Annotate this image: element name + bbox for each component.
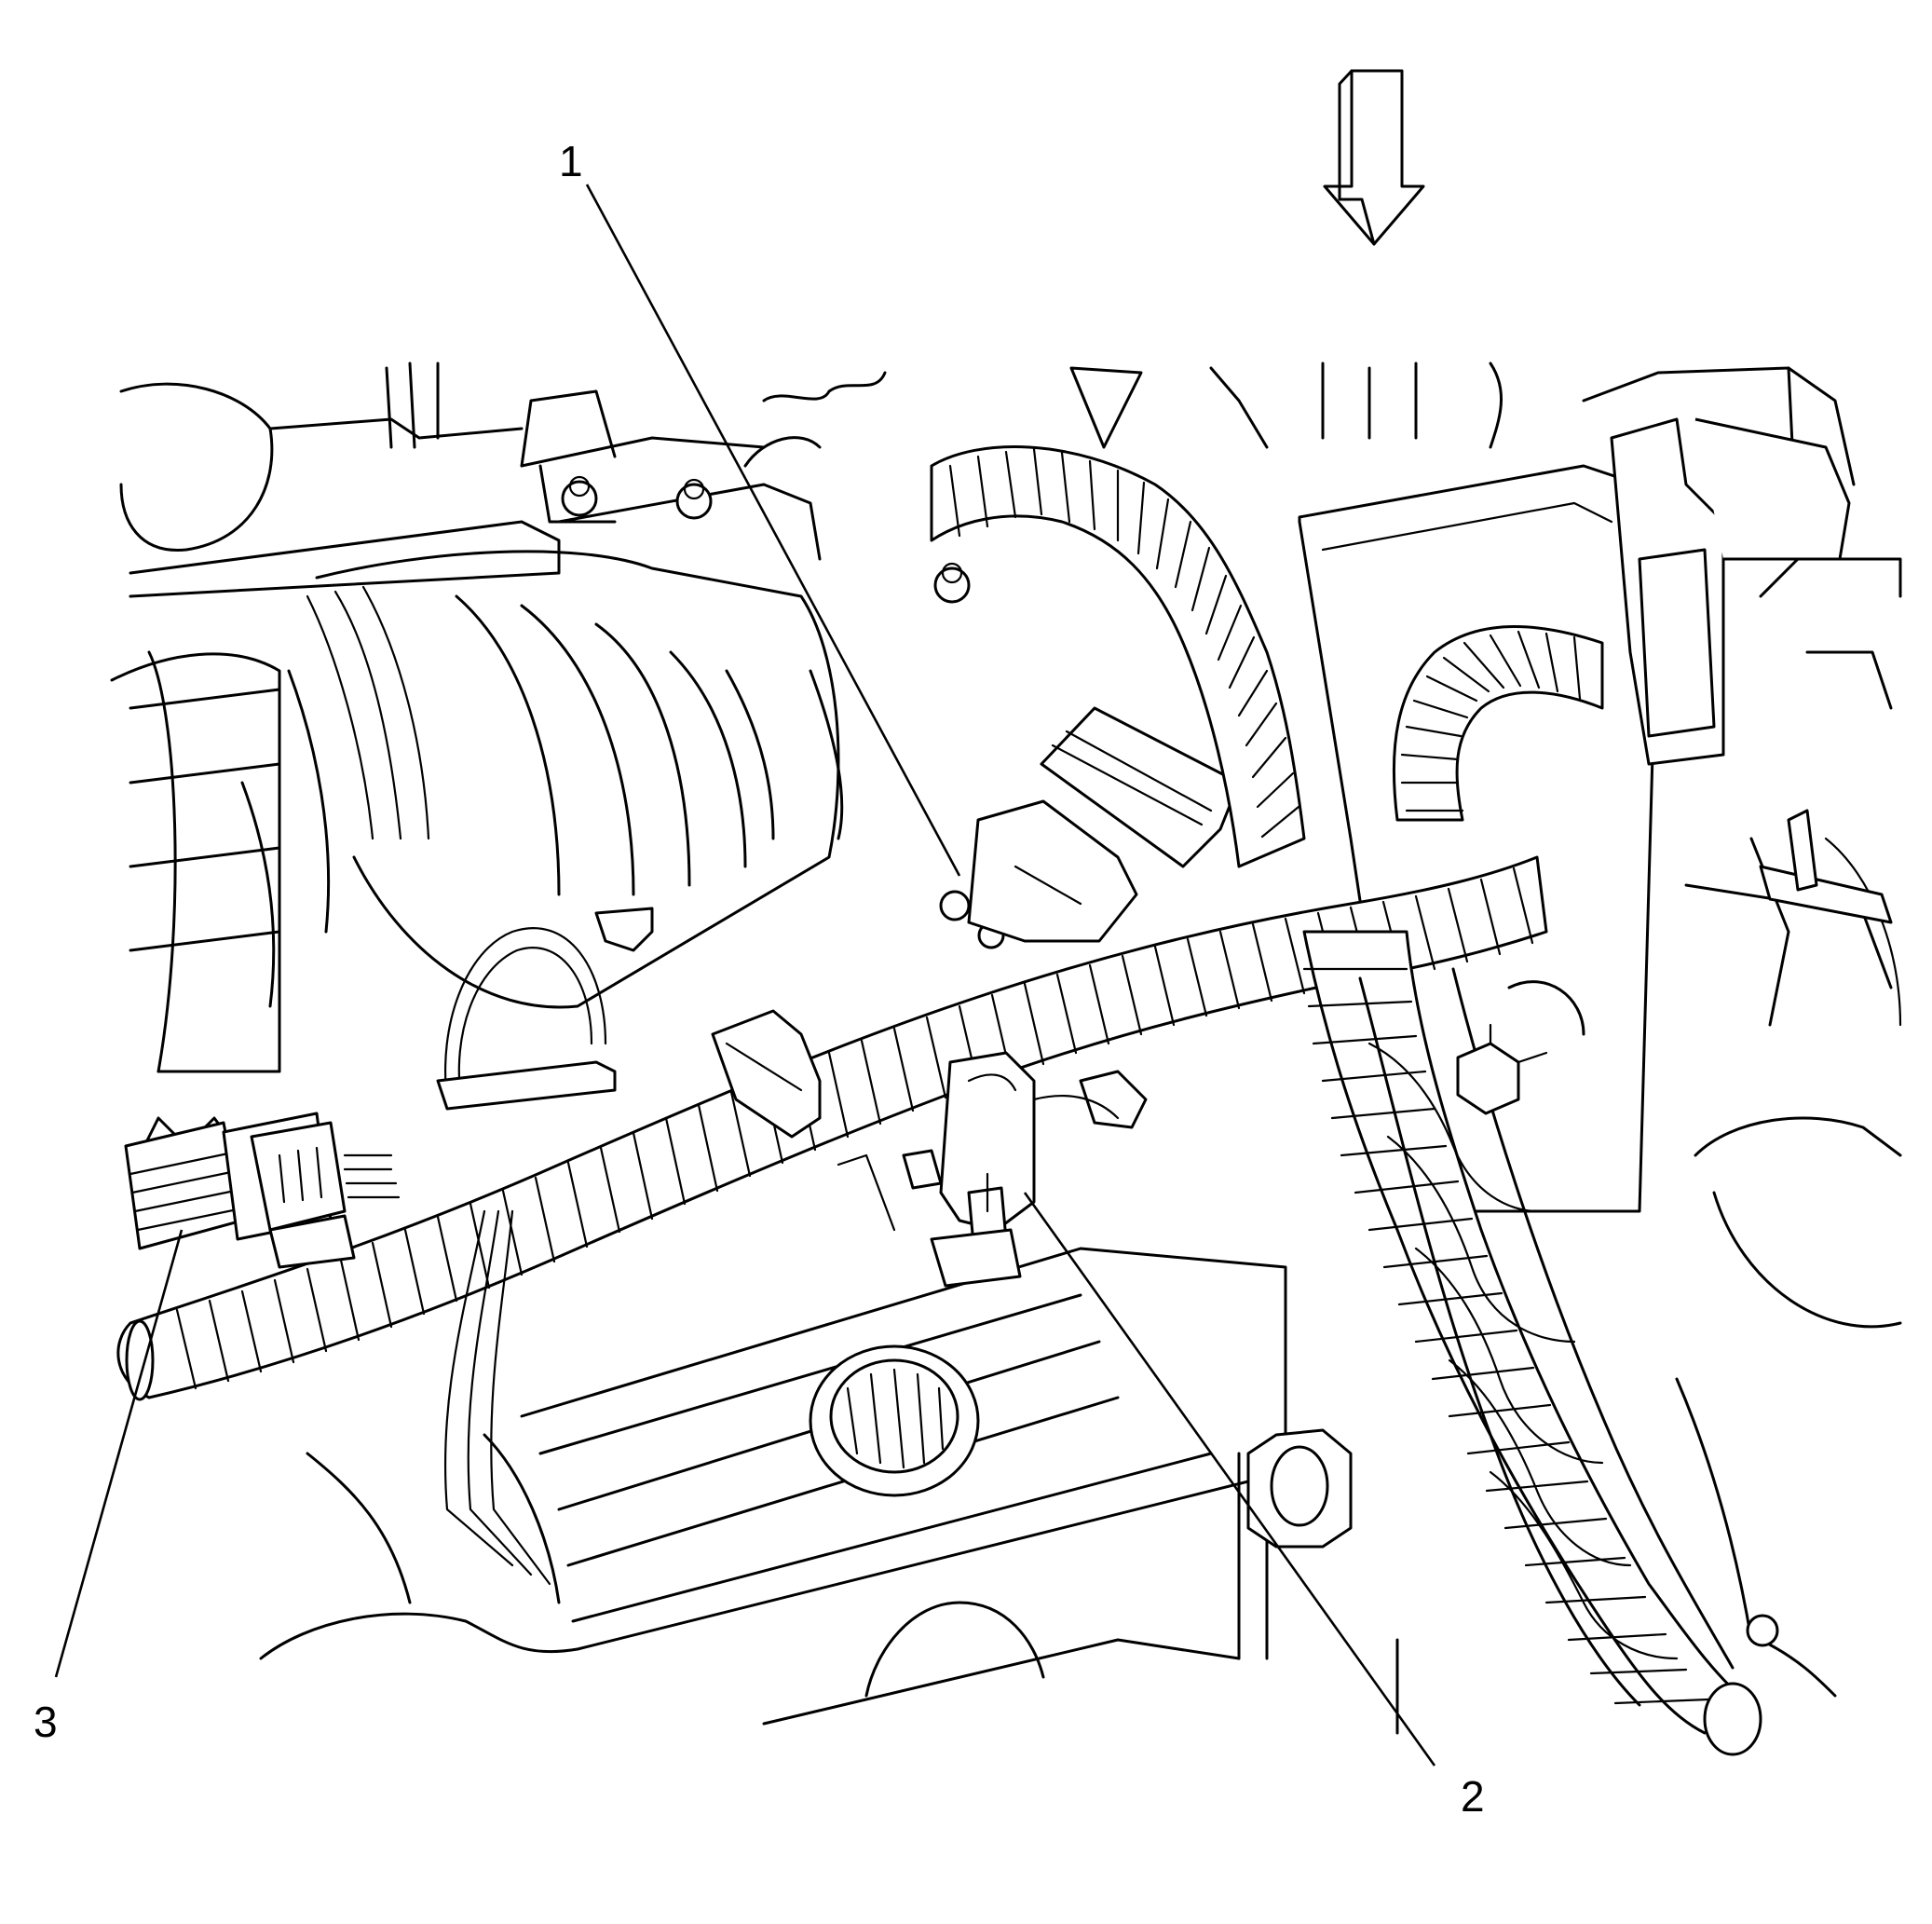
harness-clips bbox=[713, 1011, 1146, 1137]
leader-line-1 bbox=[587, 184, 959, 876]
leader-line-2 bbox=[1025, 1193, 1435, 1766]
right-structure bbox=[1677, 811, 1900, 1696]
left-electrical-connector bbox=[126, 1113, 399, 1267]
lifting-eye bbox=[1248, 1430, 1351, 1547]
oil-filler-neck bbox=[810, 1346, 978, 1495]
right-loop-harness bbox=[1394, 627, 1602, 821]
callout-1: 1 bbox=[559, 137, 583, 185]
leader-line-3 bbox=[56, 1230, 182, 1677]
crossing-harness bbox=[1304, 932, 1761, 1754]
main-harness bbox=[118, 857, 1546, 1399]
coolant-hose-fitting bbox=[969, 708, 1239, 941]
right-bolt bbox=[1458, 982, 1584, 1113]
intake-manifold bbox=[242, 552, 842, 1007]
valve-cover bbox=[261, 1249, 1397, 1733]
left-wire-loop bbox=[438, 908, 652, 1584]
callout-2: 2 bbox=[1461, 1772, 1485, 1821]
upper-harness bbox=[932, 447, 1304, 866]
leader-lines bbox=[56, 184, 1435, 1766]
sensor-connector bbox=[838, 1053, 1118, 1286]
split-loom-conduit bbox=[1360, 969, 1733, 1705]
engine-block-background bbox=[121, 363, 1900, 1025]
throttle-body bbox=[112, 652, 279, 1155]
callout-3: 3 bbox=[34, 1698, 58, 1746]
down-arrow-icon bbox=[1325, 71, 1423, 244]
